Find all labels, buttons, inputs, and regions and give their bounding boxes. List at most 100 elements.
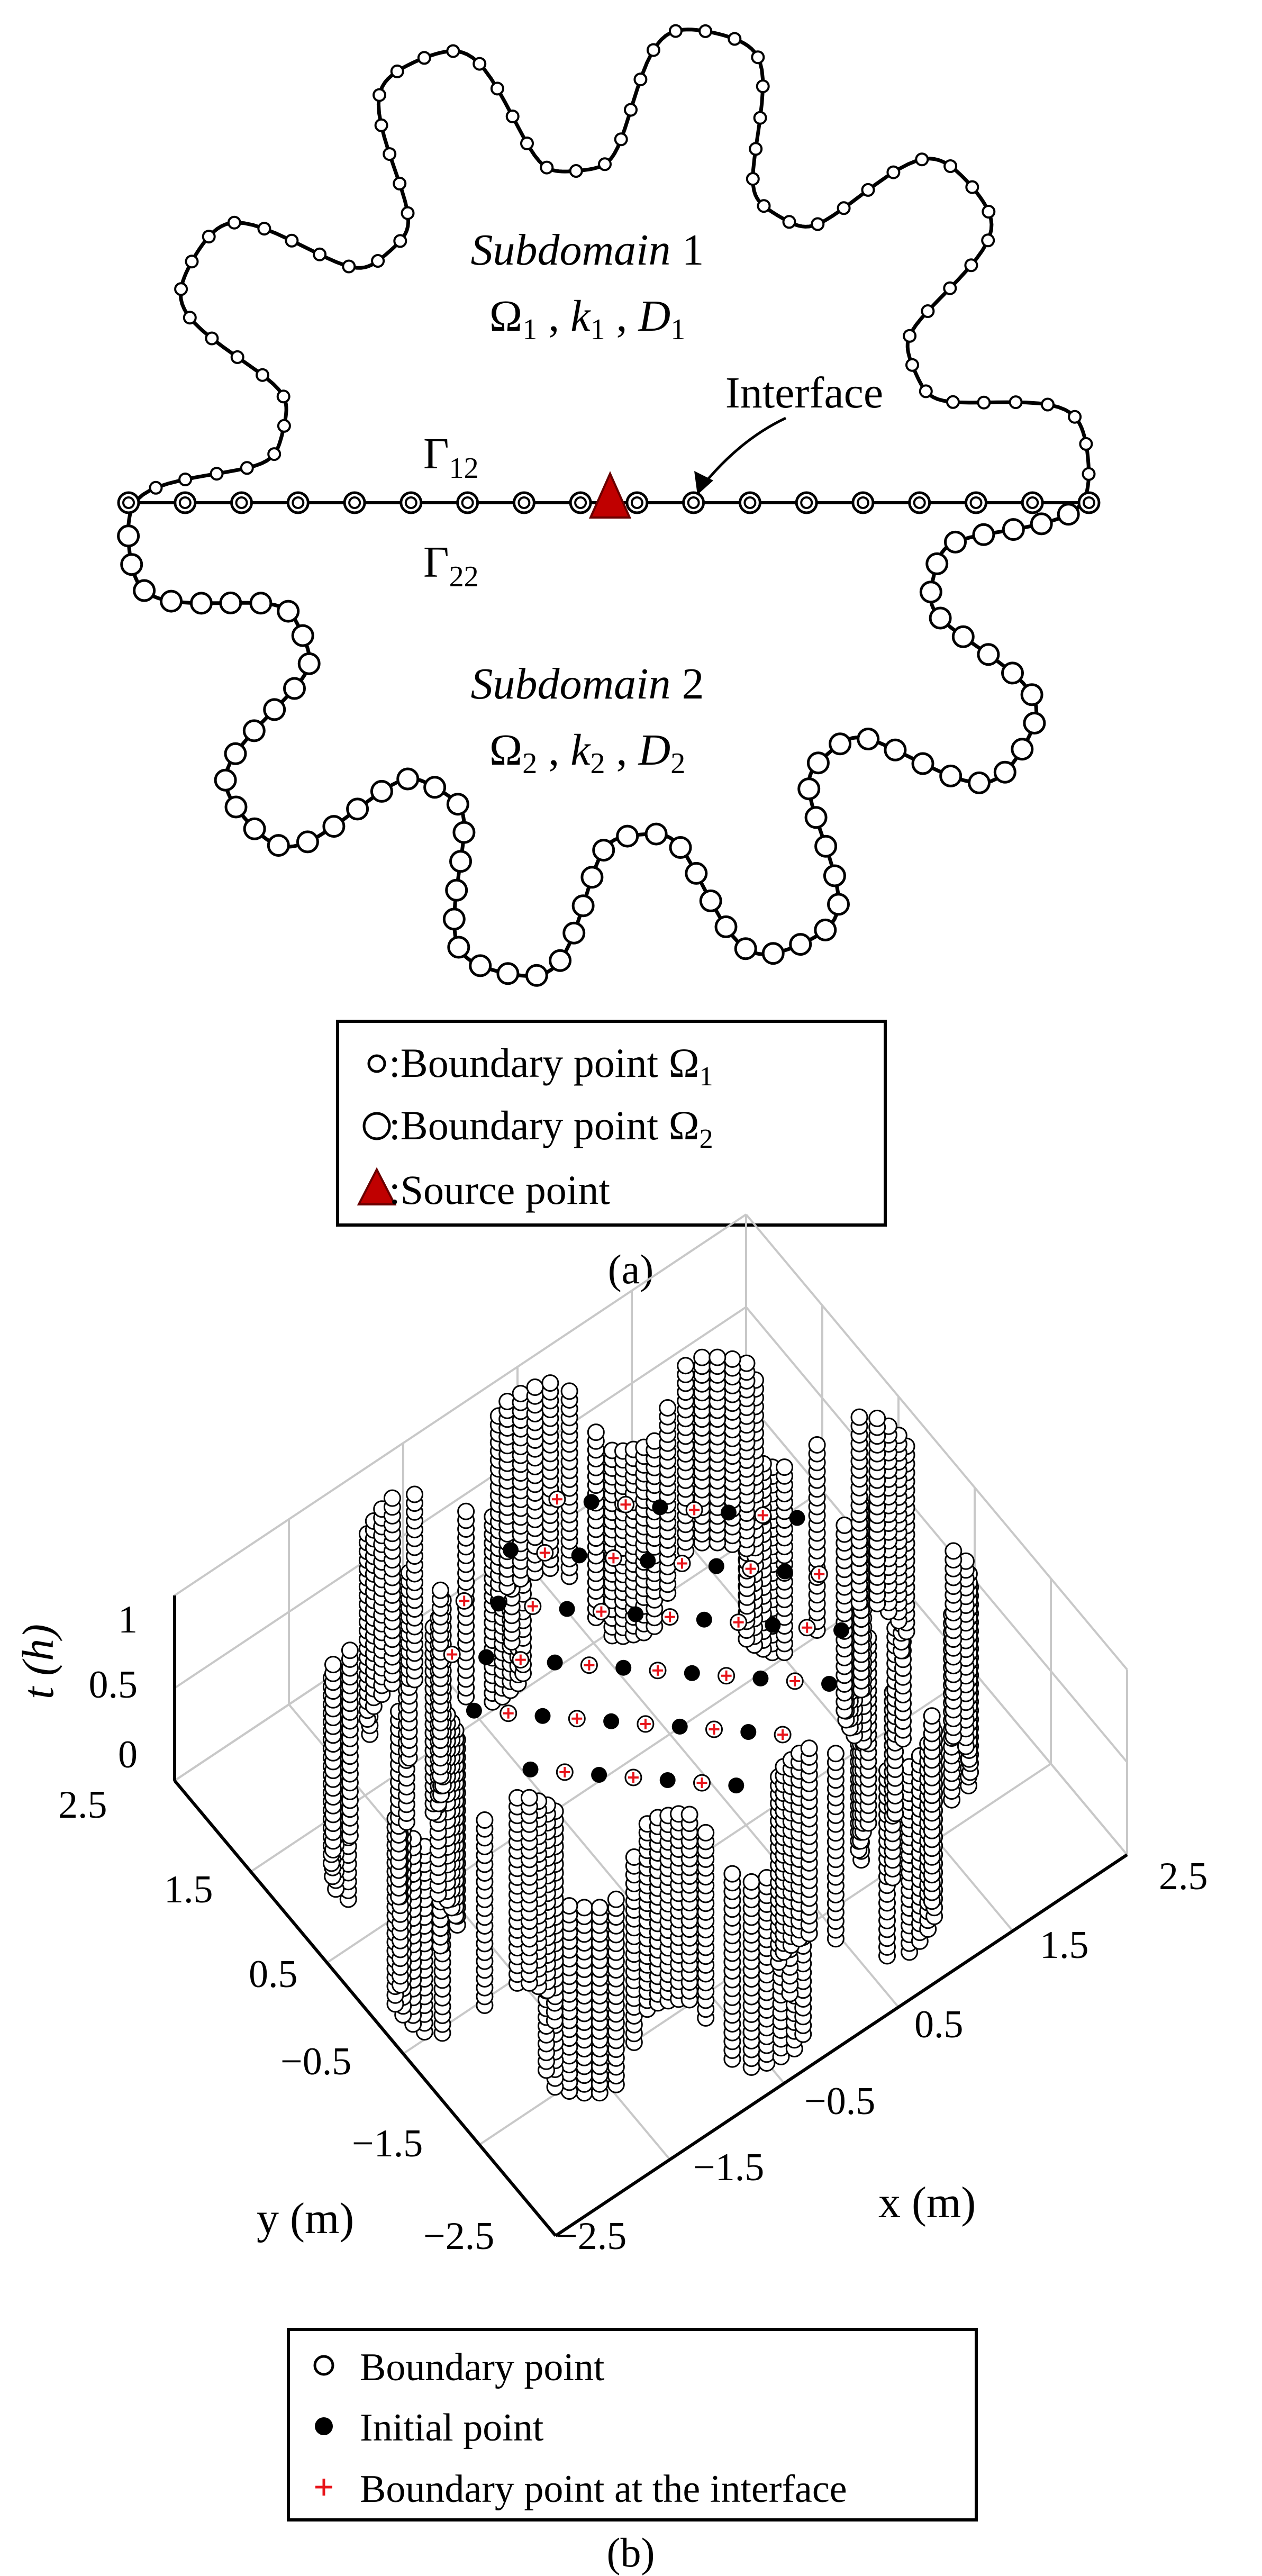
boundary-point-omega-1 bbox=[668, 24, 683, 38]
boundary-point-3d bbox=[680, 1806, 698, 1824]
y-axis-line bbox=[173, 1780, 557, 2237]
boundary-point-omega-1 bbox=[371, 254, 385, 268]
boundary-point-omega-2 bbox=[993, 760, 1016, 784]
boundary-point-omega-2 bbox=[929, 606, 952, 630]
legend-a-triangle-icon bbox=[357, 1167, 397, 1205]
boundary-point-3d bbox=[677, 1357, 695, 1375]
interface-point-inner bbox=[743, 496, 757, 509]
boundary-point-3d bbox=[836, 1516, 854, 1534]
initial-point bbox=[591, 1767, 607, 1783]
boundary-point-omega-2 bbox=[789, 933, 812, 956]
boundary-point-3d bbox=[560, 1382, 578, 1400]
legend-a-item-3: :Source point bbox=[389, 1167, 610, 1213]
boundary-point-omega-1 bbox=[505, 110, 520, 123]
legend-b-box bbox=[287, 2328, 978, 2521]
boundary-point-omega-2 bbox=[797, 777, 821, 801]
boundary-point-omega-2 bbox=[120, 553, 143, 576]
subdomain-2-params: Ω2 , k2 , D2 bbox=[489, 725, 685, 780]
boundary-point-omega-1 bbox=[919, 384, 933, 398]
x-tick-neg-1-5: −1.5 bbox=[693, 2146, 764, 2189]
boundary-point-3d bbox=[324, 1656, 342, 1674]
boundary-point-omega-1 bbox=[746, 172, 760, 186]
boundary-point-omega-2 bbox=[452, 821, 476, 844]
interface-point-inner bbox=[404, 496, 417, 509]
initial-point bbox=[728, 1777, 745, 1794]
x-tick-neg-0-5: −0.5 bbox=[804, 2080, 875, 2123]
grid-line bbox=[174, 1213, 747, 1597]
boundary-point-omega-2 bbox=[814, 918, 837, 941]
initial-point bbox=[615, 1659, 632, 1676]
boundary-point-3d bbox=[923, 1707, 941, 1725]
boundary-point-omega-2 bbox=[972, 523, 995, 546]
boundary-point-omega-1 bbox=[751, 50, 765, 65]
interface-point-inner bbox=[292, 496, 305, 509]
boundary-point-omega-1 bbox=[205, 331, 219, 346]
boundary-point-omega-1 bbox=[982, 205, 996, 219]
initial-point bbox=[696, 1611, 712, 1628]
boundary-point-omega-2 bbox=[919, 580, 942, 604]
boundary-point-3d bbox=[827, 1745, 845, 1763]
boundary-point-omega-2 bbox=[804, 806, 828, 829]
boundary-point-omega-1 bbox=[540, 160, 554, 175]
legend-b-red-plus-icon bbox=[315, 2479, 332, 2496]
y-tick-neg-2-5: −2.5 bbox=[423, 2215, 494, 2258]
boundary-point-omega-1 bbox=[756, 79, 770, 94]
legend-a-box bbox=[336, 1020, 887, 1227]
boundary-point-3d bbox=[808, 1436, 826, 1454]
boundary-point-omega-1 bbox=[210, 467, 224, 481]
boundary-point-omega-1 bbox=[753, 111, 767, 125]
grid-line bbox=[745, 1306, 1128, 1763]
legend-b-open-circle-icon bbox=[313, 2355, 334, 2376]
legend-b-item-3: Boundary point at the interface bbox=[360, 2468, 847, 2511]
interface-point-inner bbox=[235, 496, 248, 509]
boundary-point-omega-2 bbox=[446, 793, 469, 816]
boundary-point-omega-2 bbox=[806, 751, 830, 775]
boundary-point-omega-2 bbox=[699, 889, 722, 912]
boundary-point-omega-2 bbox=[939, 764, 963, 787]
boundary-point-3d bbox=[945, 1542, 963, 1560]
initial-point bbox=[603, 1713, 620, 1729]
boundary-point-3d bbox=[659, 1399, 677, 1417]
boundary-point-omega-2 bbox=[1020, 683, 1043, 706]
boundary-point-omega-2 bbox=[283, 677, 306, 700]
boundary-point-omega-1 bbox=[373, 88, 386, 102]
boundary-point-omega-1 bbox=[903, 329, 917, 343]
boundary-point-omega-1 bbox=[374, 118, 388, 132]
boundary-point-3d bbox=[575, 1899, 593, 1917]
x-axis-line bbox=[555, 1853, 1128, 2237]
boundary-point-omega-1 bbox=[1041, 397, 1055, 412]
boundary-point-omega-2 bbox=[1002, 518, 1025, 541]
boundary-point-omega-1 bbox=[473, 57, 487, 71]
boundary-point-omega-2 bbox=[592, 839, 615, 862]
boundary-point-3d bbox=[850, 1408, 868, 1426]
boundary-point-omega-2 bbox=[396, 767, 420, 791]
z-tick-0-5: 0.5 bbox=[89, 1663, 138, 1707]
boundary-point-3d bbox=[776, 1458, 793, 1476]
boundary-point-omega-2 bbox=[423, 776, 447, 799]
boundary-point-omega-2 bbox=[160, 589, 183, 613]
initial-point bbox=[833, 1622, 849, 1638]
boundary-point-omega-2 bbox=[214, 768, 237, 792]
boundary-point-omega-1 bbox=[964, 258, 978, 273]
boundary-point-omega-2 bbox=[968, 771, 991, 794]
boundary-point-omega-2 bbox=[263, 698, 286, 721]
boundary-point-omega-2 bbox=[291, 624, 314, 647]
boundary-point-omega-2 bbox=[224, 795, 248, 819]
boundary-point-omega-1 bbox=[183, 311, 197, 325]
grid-line bbox=[745, 1213, 1128, 1671]
boundary-point-omega-1 bbox=[598, 157, 612, 171]
boundary-point-omega-2 bbox=[669, 836, 692, 859]
boundary-point-omega-1 bbox=[965, 180, 979, 194]
boundary-point-omega-2 bbox=[296, 830, 319, 854]
legend-a-item-2: :Boundary point Ω2 bbox=[389, 1102, 713, 1154]
boundary-point-3d bbox=[587, 1423, 605, 1441]
initial-point bbox=[571, 1547, 587, 1564]
boundary-point-omega-1 bbox=[943, 281, 957, 295]
boundary-point-omega-2 bbox=[644, 822, 668, 846]
boundary-point-omega-1 bbox=[728, 32, 742, 46]
interface-point-inner bbox=[122, 496, 135, 509]
boundary-point-omega-1 bbox=[861, 183, 875, 197]
boundary-point-omega-2 bbox=[571, 894, 595, 918]
axes-3d-black bbox=[173, 1595, 1128, 2237]
boundary-point-omega-1 bbox=[277, 419, 291, 433]
